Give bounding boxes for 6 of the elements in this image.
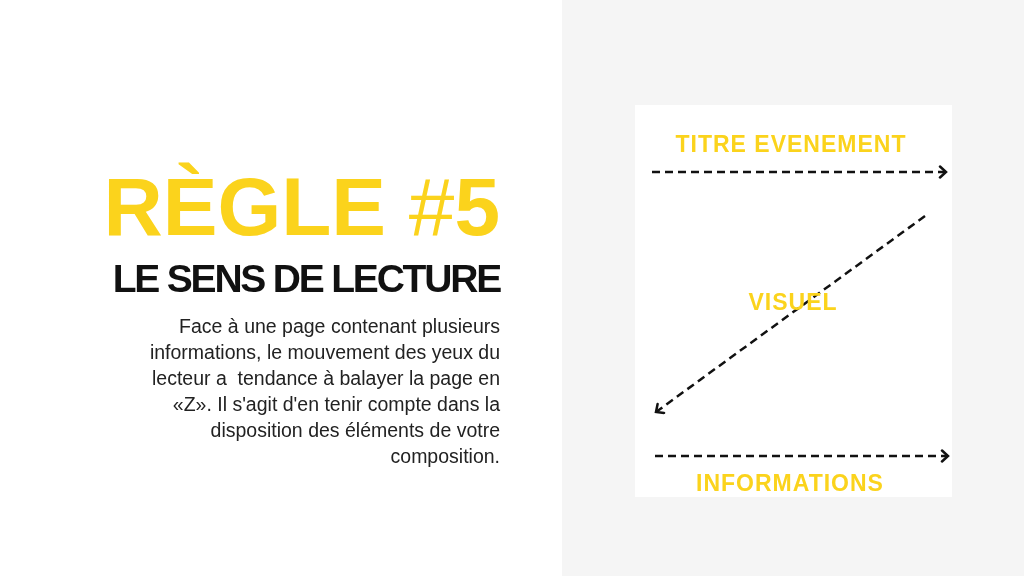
informations-label: INFORMATIONS bbox=[696, 472, 884, 495]
event-title-label: TITRE EVENEMENT bbox=[675, 133, 907, 156]
visual-label: VISUEL bbox=[748, 291, 838, 314]
body-paragraph: Face à une page contenant plusieurs informations, le mouvement des yeux du lecteur a tendance à balayer la page en «Z». Il s'agit d'en tenir compte dans la disposition des éléments de votre composition. bbox=[148, 314, 500, 469]
layout-card bbox=[635, 105, 952, 497]
slide-subtitle: LE SENS DE LECTURE bbox=[112, 259, 500, 298]
